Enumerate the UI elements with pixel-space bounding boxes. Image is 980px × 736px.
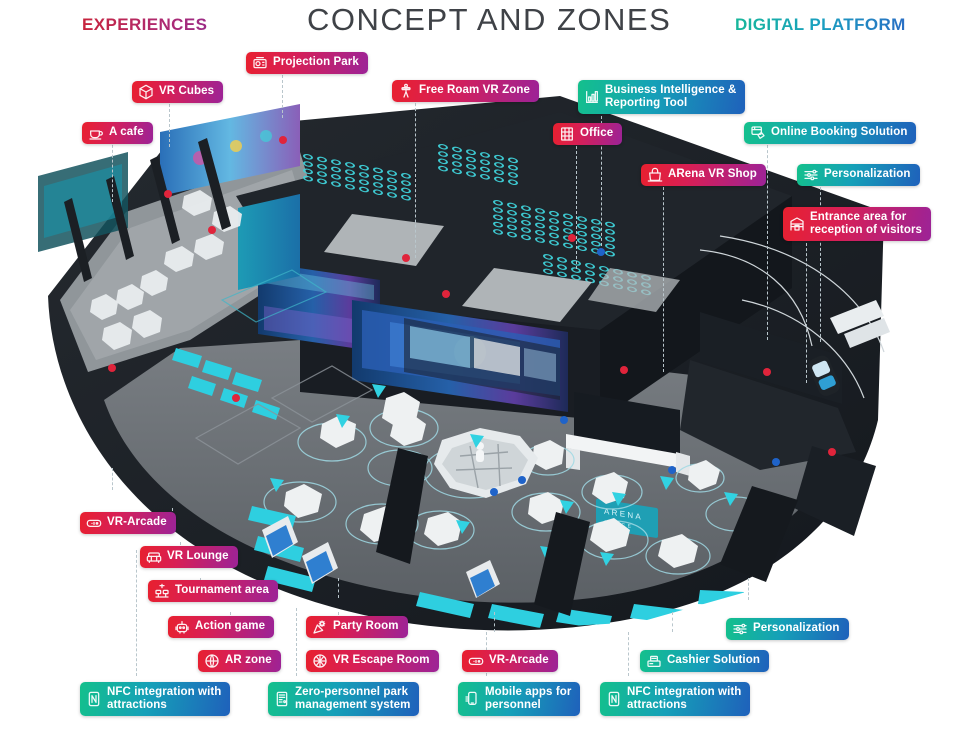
sliders-icon (803, 167, 819, 183)
label-vr-escape-room[interactable]: VR Escape Room (306, 650, 439, 672)
label-text-vr-escape-room: VR Escape Room (333, 654, 430, 667)
label-business-intelligence[interactable]: Business Intelligence & Reporting Tool (578, 80, 746, 115)
label-arena-vr-shop[interactable]: ARena VR Shop (641, 164, 766, 186)
label-party-room[interactable]: Party Room (306, 616, 408, 638)
label-a-cafe[interactable]: A cafe (82, 122, 153, 144)
sliders-icon (732, 621, 748, 637)
vr-arcade-icon (86, 515, 102, 531)
label-personalization-top[interactable]: Personalization (797, 164, 920, 186)
page-title: CONCEPT AND ZONES (307, 2, 672, 37)
guide-line-free-roam-vr-zone (415, 98, 416, 258)
label-text-vr-arcade-right: VR-Arcade (489, 654, 549, 667)
party-icon (312, 619, 328, 635)
label-ar-zone[interactable]: AR zone (198, 650, 281, 672)
label-entrance-area[interactable]: Entrance area for reception of visitors (783, 207, 932, 242)
vr-arcade-icon (468, 653, 484, 669)
shop-icon (647, 167, 663, 183)
coffee-cup-icon (88, 125, 104, 141)
guide-line-personalization-top (820, 182, 821, 342)
guide-line-zero-personnel-park (296, 608, 297, 676)
guide-line-vr-arcade-left (112, 468, 113, 490)
gate-icon (789, 216, 805, 232)
mobile-icon (464, 691, 480, 707)
cash-register-icon (646, 653, 662, 669)
guide-line-a-cafe (112, 140, 113, 202)
label-text-personalization-top: Personalization (824, 168, 911, 181)
nfc-icon (86, 691, 102, 707)
guide-line-projection-park (282, 70, 283, 118)
label-text-zero-personnel-park: Zero-personnel park management system (295, 686, 411, 712)
nfc-icon (606, 691, 622, 707)
guide-line-party-room (338, 578, 339, 598)
projector-icon (252, 55, 268, 71)
label-text-mobile-apps: Mobile apps for personnel (485, 686, 572, 712)
experiences-heading: EXPERIENCES (82, 15, 208, 34)
terminal-icon (274, 691, 290, 707)
label-cashier-solution[interactable]: Cashier Solution (640, 650, 769, 672)
guide-line-cashier-solution (672, 612, 673, 632)
label-text-arena-vr-shop: ARena VR Shop (668, 168, 757, 181)
escape-icon (312, 653, 328, 669)
label-mobile-apps[interactable]: Mobile apps for personnel (458, 682, 581, 717)
label-action-game[interactable]: Action game (168, 616, 275, 638)
booking-hand-icon (750, 125, 766, 141)
guide-line-personalization-bottom (748, 578, 749, 600)
robot-icon (174, 619, 190, 635)
label-tournament-area[interactable]: Tournament area (148, 580, 278, 602)
label-text-cashier-solution: Cashier Solution (667, 654, 760, 667)
label-vr-arcade-left[interactable]: VR-Arcade (80, 512, 176, 534)
ar-globe-icon (204, 653, 220, 669)
label-vr-lounge[interactable]: VR Lounge (140, 546, 238, 568)
label-text-a-cafe: A cafe (109, 126, 144, 139)
tournament-icon (154, 583, 170, 599)
guide-line-online-booking (767, 140, 768, 340)
label-office[interactable]: Office (553, 123, 623, 145)
bar-chart-icon (584, 89, 600, 105)
guide-line-entrance-area (806, 243, 807, 383)
label-text-business-intelligence: Business Intelligence & Reporting Tool (605, 84, 737, 110)
label-text-vr-cubes: VR Cubes (159, 85, 215, 98)
label-text-free-roam-vr-zone: Free Roam VR Zone (419, 84, 530, 97)
label-text-tournament-area: Tournament area (175, 584, 269, 597)
label-vr-arcade-right[interactable]: VR-Arcade (462, 650, 558, 672)
guide-line-nfc-integration-left (136, 550, 137, 676)
guide-line-office (576, 141, 577, 269)
guide-line-nfc-integration-right (628, 632, 629, 676)
label-free-roam-vr-zone[interactable]: Free Roam VR Zone (392, 80, 539, 102)
guide-line-vr-arcade-right (494, 612, 495, 632)
label-text-vr-lounge: VR Lounge (167, 550, 229, 563)
label-text-vr-arcade-left: VR-Arcade (107, 516, 167, 529)
vr-person-icon (398, 83, 414, 99)
label-zero-personnel-park[interactable]: Zero-personnel park management system (268, 682, 420, 717)
label-text-entrance-area: Entrance area for reception of visitors (810, 211, 923, 237)
guide-line-vr-cubes (169, 99, 170, 147)
digital-platform-heading: DIGITAL PLATFORM (735, 15, 906, 34)
sofa-icon (146, 549, 162, 565)
label-text-nfc-integration-left: NFC integration with attractions (107, 686, 222, 712)
label-text-nfc-integration-right: NFC integration with attractions (627, 686, 742, 712)
label-projection-park[interactable]: Projection Park (246, 52, 368, 74)
building-icon (559, 126, 575, 142)
guide-line-business-intelligence (601, 116, 602, 246)
label-text-office: Office (580, 127, 614, 140)
guide-line-arena-vr-shop (663, 182, 664, 372)
label-text-action-game: Action game (195, 620, 266, 633)
label-vr-cubes[interactable]: VR Cubes (132, 81, 224, 103)
label-nfc-integration-right[interactable]: NFC integration with attractions (600, 682, 751, 717)
label-online-booking[interactable]: Online Booking Solution (744, 122, 917, 144)
label-text-personalization-bottom: Personalization (753, 622, 840, 635)
label-text-ar-zone: AR zone (225, 654, 272, 667)
label-personalization-bottom[interactable]: Personalization (726, 618, 849, 640)
cube-icon (138, 84, 154, 100)
label-text-online-booking: Online Booking Solution (771, 126, 908, 139)
label-nfc-integration-left[interactable]: NFC integration with attractions (80, 682, 231, 717)
label-text-projection-park: Projection Park (273, 56, 359, 69)
label-text-party-room: Party Room (333, 620, 399, 633)
